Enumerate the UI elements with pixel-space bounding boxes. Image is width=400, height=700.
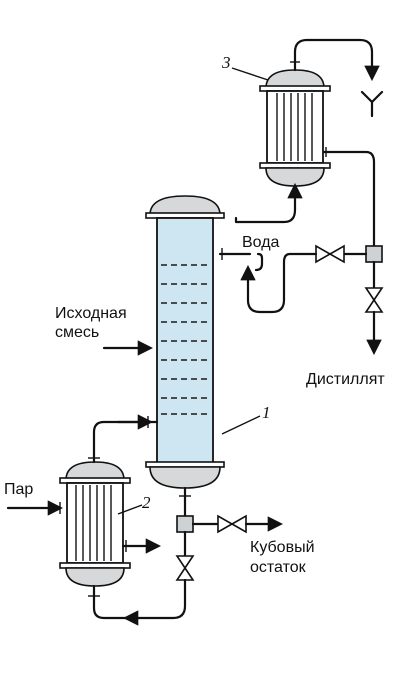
feed-label-line1: Исходная: [55, 305, 127, 322]
column-number: 1: [262, 403, 271, 422]
reboiler: [59, 461, 131, 587]
feed-label-line2: смесь: [55, 324, 99, 341]
piping: [6, 38, 384, 626]
water-label: Вода: [242, 234, 280, 251]
reboiler-tubes: [75, 485, 112, 561]
condenser-number: 3: [221, 53, 231, 72]
bottoms-label-line1: Кубовый: [250, 539, 315, 556]
reboiler-number: 2: [142, 493, 151, 512]
column-trays: [161, 264, 211, 415]
steam-label: Пар: [4, 481, 33, 498]
condenser-tubes: [276, 93, 313, 161]
distillate-label: Дистиллят: [306, 371, 385, 388]
condenser: [259, 69, 331, 187]
bottoms-label-line2: остаток: [250, 559, 307, 576]
distillation-column: [145, 195, 225, 489]
